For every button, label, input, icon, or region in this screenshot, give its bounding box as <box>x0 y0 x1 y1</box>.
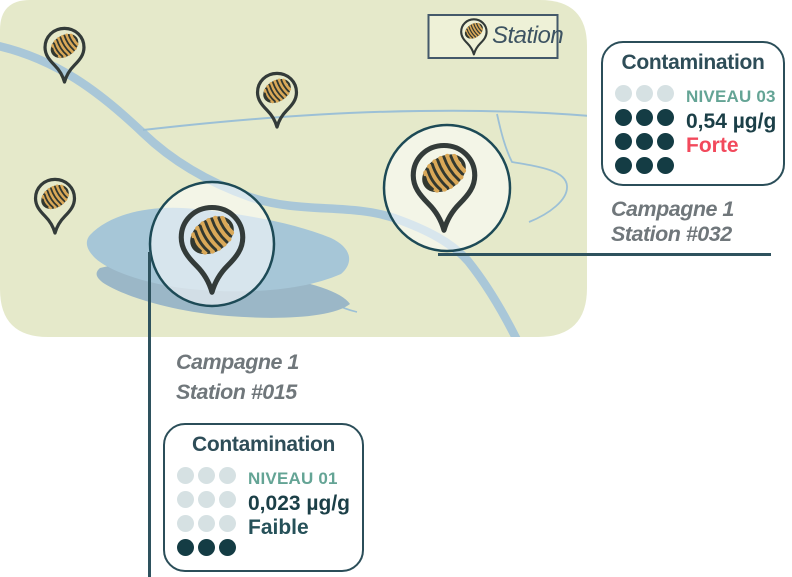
contamination-dot <box>219 515 236 532</box>
contamination-dot <box>198 539 215 556</box>
caption-campaign: Campagne 1 <box>176 350 299 374</box>
caption-station-015: Campagne 1 Station #015 <box>176 347 299 407</box>
contamination-value: 0,023 µg/g <box>248 491 350 515</box>
contamination-card-015: Contamination NIVEAU 01 0,023 µg/g Faibl… <box>163 423 364 572</box>
contamination-dot <box>636 133 653 150</box>
contamination-dot <box>615 133 632 150</box>
contamination-value: 0,54 µg/g <box>686 109 777 133</box>
contamination-dot <box>657 85 674 102</box>
contamination-dot <box>615 109 632 126</box>
contamination-dot-grid <box>177 467 236 556</box>
contamination-dot <box>657 109 674 126</box>
contamination-dot <box>198 515 215 532</box>
contamination-dot <box>657 133 674 150</box>
contamination-dot <box>219 539 236 556</box>
card-title: Contamination <box>191 433 336 456</box>
contamination-dot <box>657 157 674 174</box>
stream-north <box>142 109 587 131</box>
contamination-dot <box>615 85 632 102</box>
level-label: NIVEAU 03 <box>686 87 776 106</box>
severity-label: Faible <box>248 516 309 539</box>
contamination-dot <box>219 467 236 484</box>
contamination-dot <box>219 491 236 508</box>
legend-label: Station <box>492 22 564 49</box>
caption-station-032: Campagne 1 Station #032 <box>611 197 734 247</box>
contamination-dot <box>636 109 653 126</box>
caption-campaign: Campagne 1 <box>611 197 734 221</box>
leader-line-station-032 <box>438 253 771 256</box>
level-label: NIVEAU 01 <box>248 469 338 488</box>
contamination-dot-grid <box>615 85 674 174</box>
contamination-dot <box>177 539 194 556</box>
leader-line-station-015 <box>148 252 151 577</box>
stream-branch <box>496 113 568 223</box>
contamination-dot <box>636 157 653 174</box>
card-title: Contamination <box>621 51 765 74</box>
severity-label: Forte <box>686 134 739 157</box>
contamination-dot <box>615 157 632 174</box>
contamination-dot <box>177 491 194 508</box>
contamination-card-032: Contamination NIVEAU 03 0,54 µg/g Forte <box>601 41 785 186</box>
map <box>0 0 587 337</box>
contamination-dot <box>198 467 215 484</box>
contamination-dot <box>198 491 215 508</box>
contamination-dot <box>177 515 194 532</box>
contamination-dot <box>636 85 653 102</box>
contamination-dot <box>177 467 194 484</box>
legend-box <box>427 14 559 59</box>
caption-station: Station #015 <box>176 380 297 404</box>
caption-station: Station #032 <box>611 222 732 246</box>
river <box>0 40 522 337</box>
